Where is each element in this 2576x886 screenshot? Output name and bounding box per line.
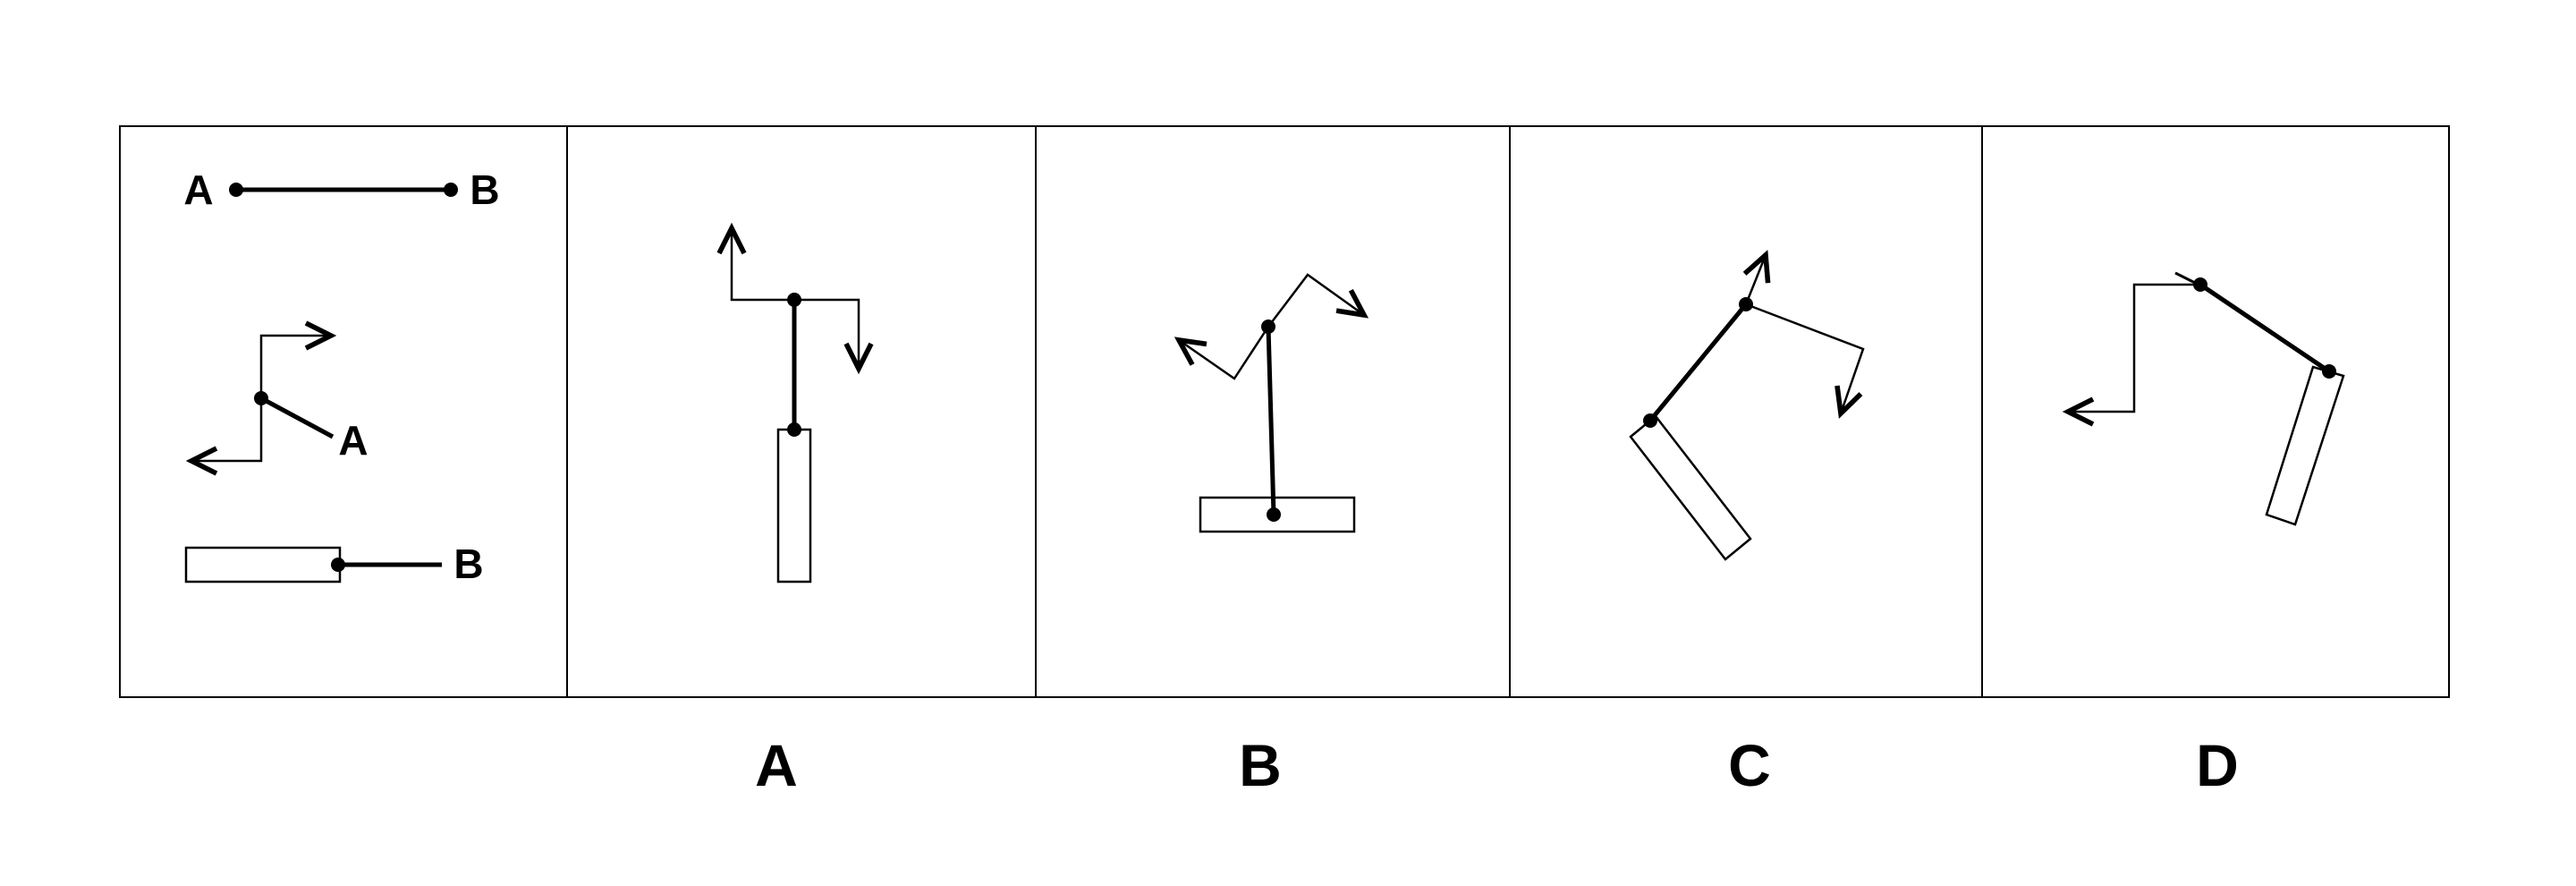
- legend-segment: A B: [183, 166, 499, 213]
- legend-segment-label-a: A: [183, 166, 213, 213]
- legend-segment-label-b: B: [470, 166, 499, 213]
- option-label-a[interactable]: A: [755, 732, 798, 798]
- option-label-d[interactable]: D: [2196, 732, 2239, 798]
- option-label-b[interactable]: B: [1239, 732, 1282, 798]
- legend-rect: B: [184, 541, 484, 587]
- option-d-figure: [2062, 271, 2345, 526]
- option-a-figure: [716, 222, 874, 584]
- option-label-c[interactable]: C: [1728, 732, 1771, 798]
- legend-joint-label: A: [338, 417, 368, 464]
- panel-frame: [119, 125, 2450, 698]
- option-c-figure: [1629, 250, 1865, 561]
- option-b-figure: [1174, 273, 1369, 533]
- legend-rect-label: B: [453, 541, 483, 587]
- legend-joint: A: [185, 320, 369, 476]
- outer-border: [119, 125, 2450, 698]
- legend-panel: A B A B: [183, 166, 499, 587]
